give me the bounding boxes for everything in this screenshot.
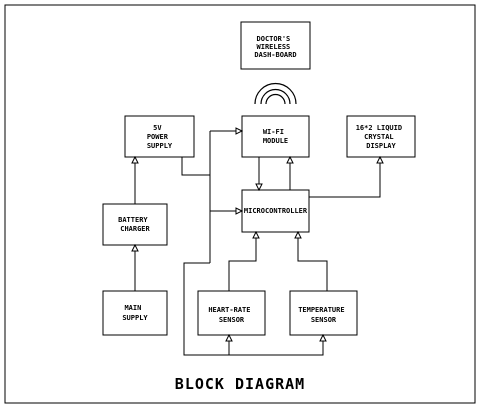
lcd-display-box	[346, 115, 416, 158]
power-supply-label: 5V POWER SUPPLY	[147, 124, 173, 150]
arrow-to-wifi	[235, 127, 244, 135]
arrowheads	[131, 127, 384, 342]
arrow-wifi-to-mcu	[255, 183, 263, 192]
lcd-display-label: 16*2 LIQUID CRYSTAL DISPLAY	[356, 124, 407, 150]
diagram-title: BLOCK DIAGRAM	[175, 375, 305, 393]
arrow-to-temp	[319, 333, 327, 342]
arrow-heart-to-mcu	[252, 230, 260, 239]
main-supply-box	[102, 290, 168, 336]
battery-charger-label: BATTERY CHARGER	[118, 216, 152, 233]
temperature-sensor-box	[289, 290, 358, 336]
wireless-signal-icon	[254, 82, 297, 105]
main-supply-label: MAIN SUPPLY	[122, 304, 148, 322]
power-supply-box	[124, 115, 195, 158]
arrow-to-charger	[131, 243, 139, 252]
arrow-mcu-to-wifi	[286, 155, 294, 164]
arrow-to-power	[131, 155, 139, 164]
dashboard-box	[240, 21, 311, 70]
temperature-sensor-label: TEMPERATURE SENSOR	[298, 306, 349, 324]
arrow-to-heart	[225, 333, 233, 342]
connection-lines	[134, 130, 381, 356]
wifi-module-box	[241, 115, 310, 158]
dashboard-label: DOCTOR'S WIRELESS DASH-BOARD	[254, 35, 296, 59]
heart-rate-sensor-label: HEART-RATE SENSOR	[208, 306, 254, 324]
arrow-to-lcd	[376, 155, 384, 164]
microcontroller-label: MICROCONTROLLER	[244, 207, 308, 215]
wifi-module-label: WI-FI MODULE	[263, 128, 288, 145]
heart-rate-sensor-box	[197, 290, 266, 336]
arrow-temp-to-mcu	[294, 230, 302, 239]
page-frame	[4, 4, 476, 404]
arrow-to-mcu	[235, 207, 244, 215]
